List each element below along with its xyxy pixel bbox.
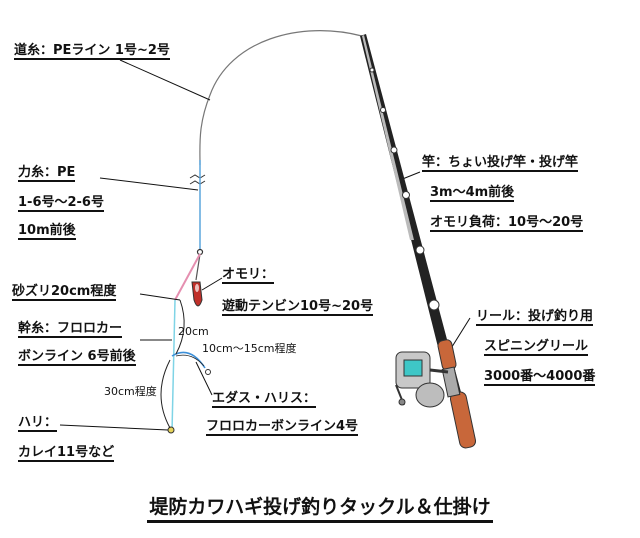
trunk-line-label: 幹糸：フロロカー [18,321,123,338]
main-line [199,30,363,166]
power-line-size: 1-6号～2-6号 [18,195,104,212]
dim-30cm [160,359,171,429]
tenbin-arm [195,253,201,281]
hook-spec: カレイ11号など [18,445,115,462]
leader-hook [59,424,169,431]
leader-sinker [201,277,223,291]
dimension-10-15cm: 10cm～15cm程度 [202,342,297,355]
leader-main-line [119,59,211,101]
dim-20cm [175,299,185,355]
rod-load: オモリ負荷：10号～20号 [430,215,584,232]
rod-label: 竿：ちょい投げ竿・投げ竿 [422,155,579,172]
line-break-mark [189,174,206,185]
sinker-spec: 遊動テンビン10号~20号 [222,299,374,316]
branch-line-spec: フロロカーボンライン4号 [206,419,359,436]
dim-10-15cm [175,354,205,367]
power-line-label: 力糸：PE [18,165,76,182]
rod-length: 3m～4m前後 [430,185,515,202]
leader-sand [139,293,181,301]
power-line-length: 10m前後 [18,223,76,240]
diagram-title: 堤防カワハギ投げ釣りタックル＆仕掛け [0,492,640,523]
dimension-20cm: 20cm [178,325,209,338]
hook-label: ハリ： [18,415,58,432]
sinker-label: オモリ： [222,267,275,284]
trunk-line-spec: ボンライン 6号前後 [18,349,136,366]
sinker [191,281,203,307]
leader-branch [195,361,213,396]
reel-label: リール：投げ釣り用 [476,309,594,326]
sand-sleeve-label: 砂ズリ20cm程度 [12,284,117,301]
branch-line-label: エダス・ハリス： [212,391,317,408]
branch-hook [205,369,211,375]
sand-sleeve [174,253,201,301]
branch-line [171,351,206,369]
trunk-line [171,299,176,433]
reel-type: スピニングリール [484,339,589,356]
spinning-reel [395,351,449,408]
leader-power-line [99,177,199,191]
reel-size: 3000番～4000番 [484,369,596,386]
hook [167,426,175,434]
swivel [196,248,204,256]
rod-rear-grip [449,391,477,449]
leader-reel [449,317,471,351]
rod-guides [369,67,440,311]
dimension-30cm: 30cm程度 [104,385,157,398]
main-line-label: 道糸：PEライン 1号~2号 [14,43,170,60]
